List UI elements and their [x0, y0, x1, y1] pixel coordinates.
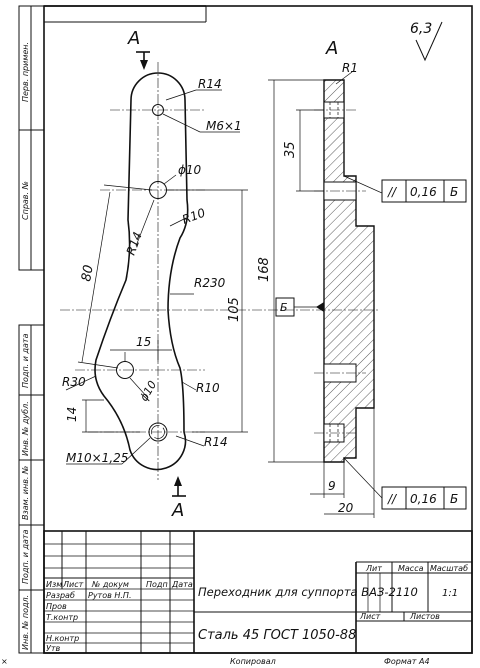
section-arrow-bottom-label: A — [171, 500, 184, 521]
section-view: A — [314, 38, 375, 463]
dim-168: 168 — [257, 257, 272, 282]
tolerance-symbol-bottom: // — [387, 492, 398, 506]
strip-podp-data-1: Подп. и дата — [21, 333, 30, 388]
dim-r10-low: R10 — [196, 381, 220, 395]
dim-thread-top: M6×1 — [206, 119, 242, 133]
dim-35: 35 — [283, 141, 298, 158]
dim-20: 20 — [338, 501, 354, 515]
tb-lit: Лит — [365, 564, 382, 573]
dim-105: 105 — [227, 297, 242, 322]
dim-r14-mid: R14 — [124, 230, 145, 257]
strip-vzam-inv: Взам. инв. № — [21, 466, 30, 520]
tolerance-frame-top: // 0,16 Б — [343, 175, 467, 203]
tb-prov: Пров — [46, 602, 67, 611]
section-view-dimensions: 168 35 R1 Б 9 20 — [257, 61, 375, 518]
section-arrow-top-label: A — [127, 28, 140, 49]
surface-finish-value: 6,3 — [410, 21, 432, 37]
tb-razrab: Разраб — [46, 591, 75, 600]
tb-data: Дата — [171, 580, 193, 589]
tolerance-value-top: 0,16 — [410, 185, 437, 199]
dim-r1: R1 — [342, 61, 358, 75]
tb-part-name: Переходник для суппорта ВАЗ-2110 — [198, 585, 418, 599]
tolerance-symbol-top: // — [387, 185, 398, 199]
dim-r14-top: R14 — [198, 77, 222, 91]
dim-thread-low: M10×1,25 — [66, 451, 128, 465]
tb-list-label: Лист — [359, 612, 381, 621]
tb-t-kontr: Т.контр — [46, 613, 78, 622]
dim-80: 80 — [79, 264, 97, 283]
tb-podp: Подп — [146, 580, 168, 589]
section-body — [323, 79, 375, 463]
part-outline — [94, 72, 189, 471]
corner-mark: × — [1, 657, 8, 666]
hole-m6 — [152, 104, 164, 116]
dim-r230: R230 — [194, 276, 226, 290]
strip-perv-primen: Перв. примен. — [21, 42, 30, 102]
title-block: Изм Лист № докум Подп Дата Разраб Рутов … — [43, 530, 473, 666]
strip-inv-dubl: Инв. № дубл. — [21, 401, 30, 456]
section-view-label: A — [325, 38, 338, 59]
dim-14: 14 — [65, 407, 79, 422]
strip-sprav-no: Справ. № — [21, 181, 30, 220]
surface-finish-mark: 6,3 — [410, 21, 443, 62]
dim-r30: R30 — [62, 375, 86, 389]
strip-inv-podl: Инв. № подл. — [21, 595, 30, 650]
hole-m10 — [148, 422, 168, 442]
datum-label: Б — [280, 301, 288, 314]
tb-list: Лист — [62, 580, 84, 589]
tb-no-dokum: № докум — [91, 580, 129, 589]
tolerance-value-bottom: 0,16 — [410, 492, 437, 506]
tb-n-kontr: Н.контр — [46, 634, 79, 643]
tb-utv: Утв — [46, 644, 61, 653]
dim-9: 9 — [328, 479, 336, 493]
tb-kopiroval: Копировал — [230, 657, 276, 666]
tb-scale: 1:1 — [442, 588, 458, 599]
dim-dia10-top: ϕ10 — [178, 163, 202, 177]
tb-izm: Изм — [46, 580, 62, 589]
tolerance-frame-bottom: // 0,16 Б — [343, 457, 467, 510]
left-strip: Перв. примен. Справ. № Подп. и дата Инв.… — [1, 5, 45, 666]
tb-material: Сталь 45 ГОСТ 1050-88 — [198, 628, 356, 643]
tb-format: Формат А4 — [384, 657, 430, 666]
tb-masshtab: Масштаб — [430, 564, 468, 573]
tb-massa: Масса — [398, 564, 424, 573]
tolerance-datum-bottom: Б — [450, 492, 458, 506]
tb-razrab-name: Рутов Н.П. — [88, 591, 132, 600]
strip-podp-data-2: Подп. и дата — [21, 529, 30, 584]
dim-15: 15 — [136, 335, 151, 349]
dim-dia10-low: ϕ10 — [137, 379, 159, 404]
tb-listov: Листов — [409, 612, 440, 621]
front-view-dimensions: R14 M6×1 ϕ10 R10 R14 80 R230 105 15 R30 — [62, 77, 248, 465]
dim-r10-mid: R10 — [180, 205, 207, 226]
tolerance-datum-top: Б — [450, 185, 458, 199]
dim-r14-low: R14 — [204, 435, 228, 449]
